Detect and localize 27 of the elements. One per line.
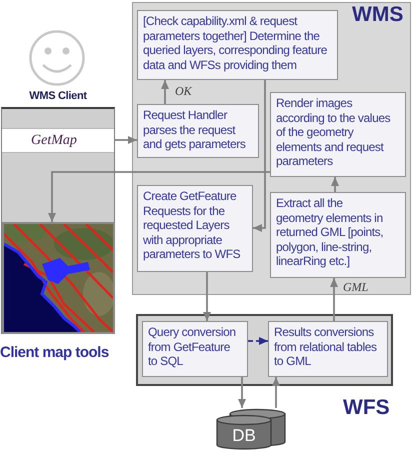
- arrow: [161, 80, 169, 104]
- process-box: Results conversions from relational tables to GML: [268, 321, 388, 377]
- arrow: [272, 377, 280, 408]
- map-picture: [2, 222, 115, 334]
- map-tools-label: Client map tools: [0, 344, 109, 362]
- process-box: [Check capability.xml & request parameters together] Determine the queried layers, corresponding feature data and WFSs providing them: [137, 10, 338, 80]
- process-box: Request Handler parses the request and gets parameters: [137, 104, 259, 158]
- server-panel: [132, 2, 411, 295]
- arrow: [203, 272, 211, 321]
- process-box: Render images according to the values of the geometry elements and request parameters: [270, 92, 406, 177]
- panel-title: WMS Client: [28, 89, 88, 103]
- dashed-arrow: [248, 337, 268, 345]
- edge-label: OK: [173, 85, 194, 98]
- arrow: [330, 278, 338, 321]
- arrow: [114, 136, 137, 144]
- panel-title: WMS: [352, 4, 404, 26]
- panel-title: WFS: [343, 397, 391, 419]
- database-label: DB: [231, 426, 257, 446]
- process-box: Extract all the geometry elements in returned GML [points, polygon, line-string, linearRing etc.]: [270, 192, 406, 278]
- arrow: [48, 171, 270, 222]
- edge-label: GML: [341, 281, 370, 294]
- arrow: [253, 80, 266, 232]
- process-box: Create GetFeature Requests for the requested Layers with appropriate parameters to WFS: [137, 185, 253, 272]
- arrow: [238, 377, 246, 408]
- arrow: [331, 177, 339, 192]
- process-box: Query conversion from GetFeature to SQL: [142, 321, 248, 377]
- request-band: GetMap: [2, 128, 114, 153]
